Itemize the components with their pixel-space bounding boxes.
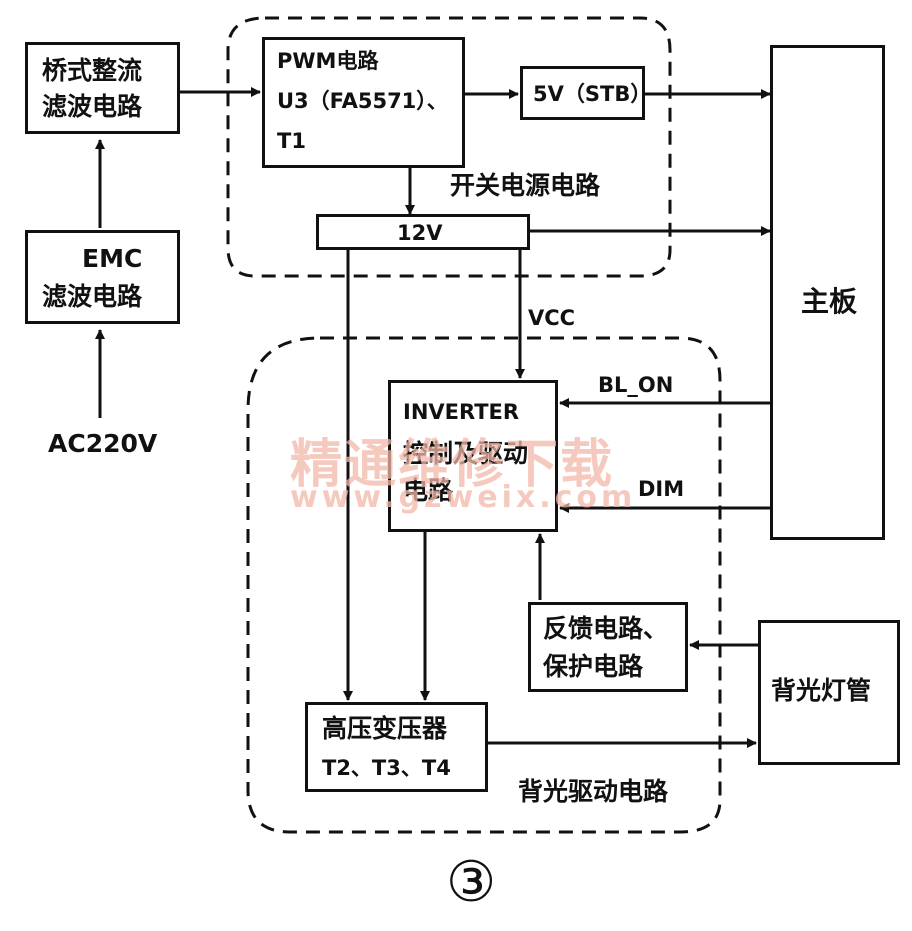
watermark-title: 精通维修下载: [290, 435, 615, 495]
pwm-block: PWM电路 U3（FA5571）、 T1: [262, 37, 465, 168]
feedback-label-2: 保护电路: [543, 652, 644, 681]
v12-block: 12V: [316, 214, 530, 250]
mainboard-label: 主板: [801, 285, 858, 318]
backlight-group-label: 背光驱动电路: [518, 777, 669, 806]
emc-label-1: EMC: [82, 244, 143, 273]
hv-label-1: 高压变压器: [322, 714, 448, 743]
rectifier-filter-block: 桥式整流 滤波电路: [25, 42, 180, 134]
inverter-block: INVERTER 控制及驱动 电路: [388, 380, 558, 532]
stb-5v-block: 5V（STB）: [520, 66, 651, 120]
feedback-protection-block: 反馈电路、 保护电路: [528, 602, 688, 692]
inverter-label-1: INVERTER: [403, 400, 520, 424]
dim-label: DIM: [638, 477, 685, 501]
smps-group-label: 开关电源电路: [450, 171, 601, 200]
pwm-label-1: PWM电路: [277, 49, 379, 73]
rectifier-label-1: 桥式整流: [42, 56, 143, 85]
backlight-lamp-block: 背光灯管: [758, 620, 900, 765]
figure-number: ③: [446, 850, 497, 915]
feedback-label-1: 反馈电路、: [543, 614, 669, 643]
rectifier-label-2: 滤波电路: [42, 92, 143, 121]
emc-filter-block: EMC 滤波电路: [25, 230, 180, 324]
smps-group-outline: [226, 16, 672, 278]
inverter-label-2: 控制及驱动: [403, 439, 529, 468]
hv-label-2: T2、T3、T4: [322, 756, 451, 780]
v12-label: 12V: [397, 221, 443, 245]
backlight-lamp-label: 背光灯管: [771, 676, 872, 705]
backlight-group-outline: [246, 336, 722, 834]
mainboard-block: 主板: [770, 45, 885, 540]
vcc-label: VCC: [528, 306, 576, 330]
watermark-url: www.gzweix.com: [290, 480, 637, 515]
pwm-label-2: U3（FA5571）、: [277, 89, 448, 113]
emc-label-2: 滤波电路: [42, 282, 143, 311]
pwm-label-3: T1: [277, 129, 306, 153]
inverter-label-3: 电路: [403, 476, 454, 505]
bl-on-label: BL_ON: [598, 373, 674, 397]
ac-input-label: AC220V: [48, 429, 158, 458]
hv-transformer-block: 高压变压器 T2、T3、T4: [305, 702, 488, 792]
stb-label: 5V（STB）: [533, 82, 652, 106]
